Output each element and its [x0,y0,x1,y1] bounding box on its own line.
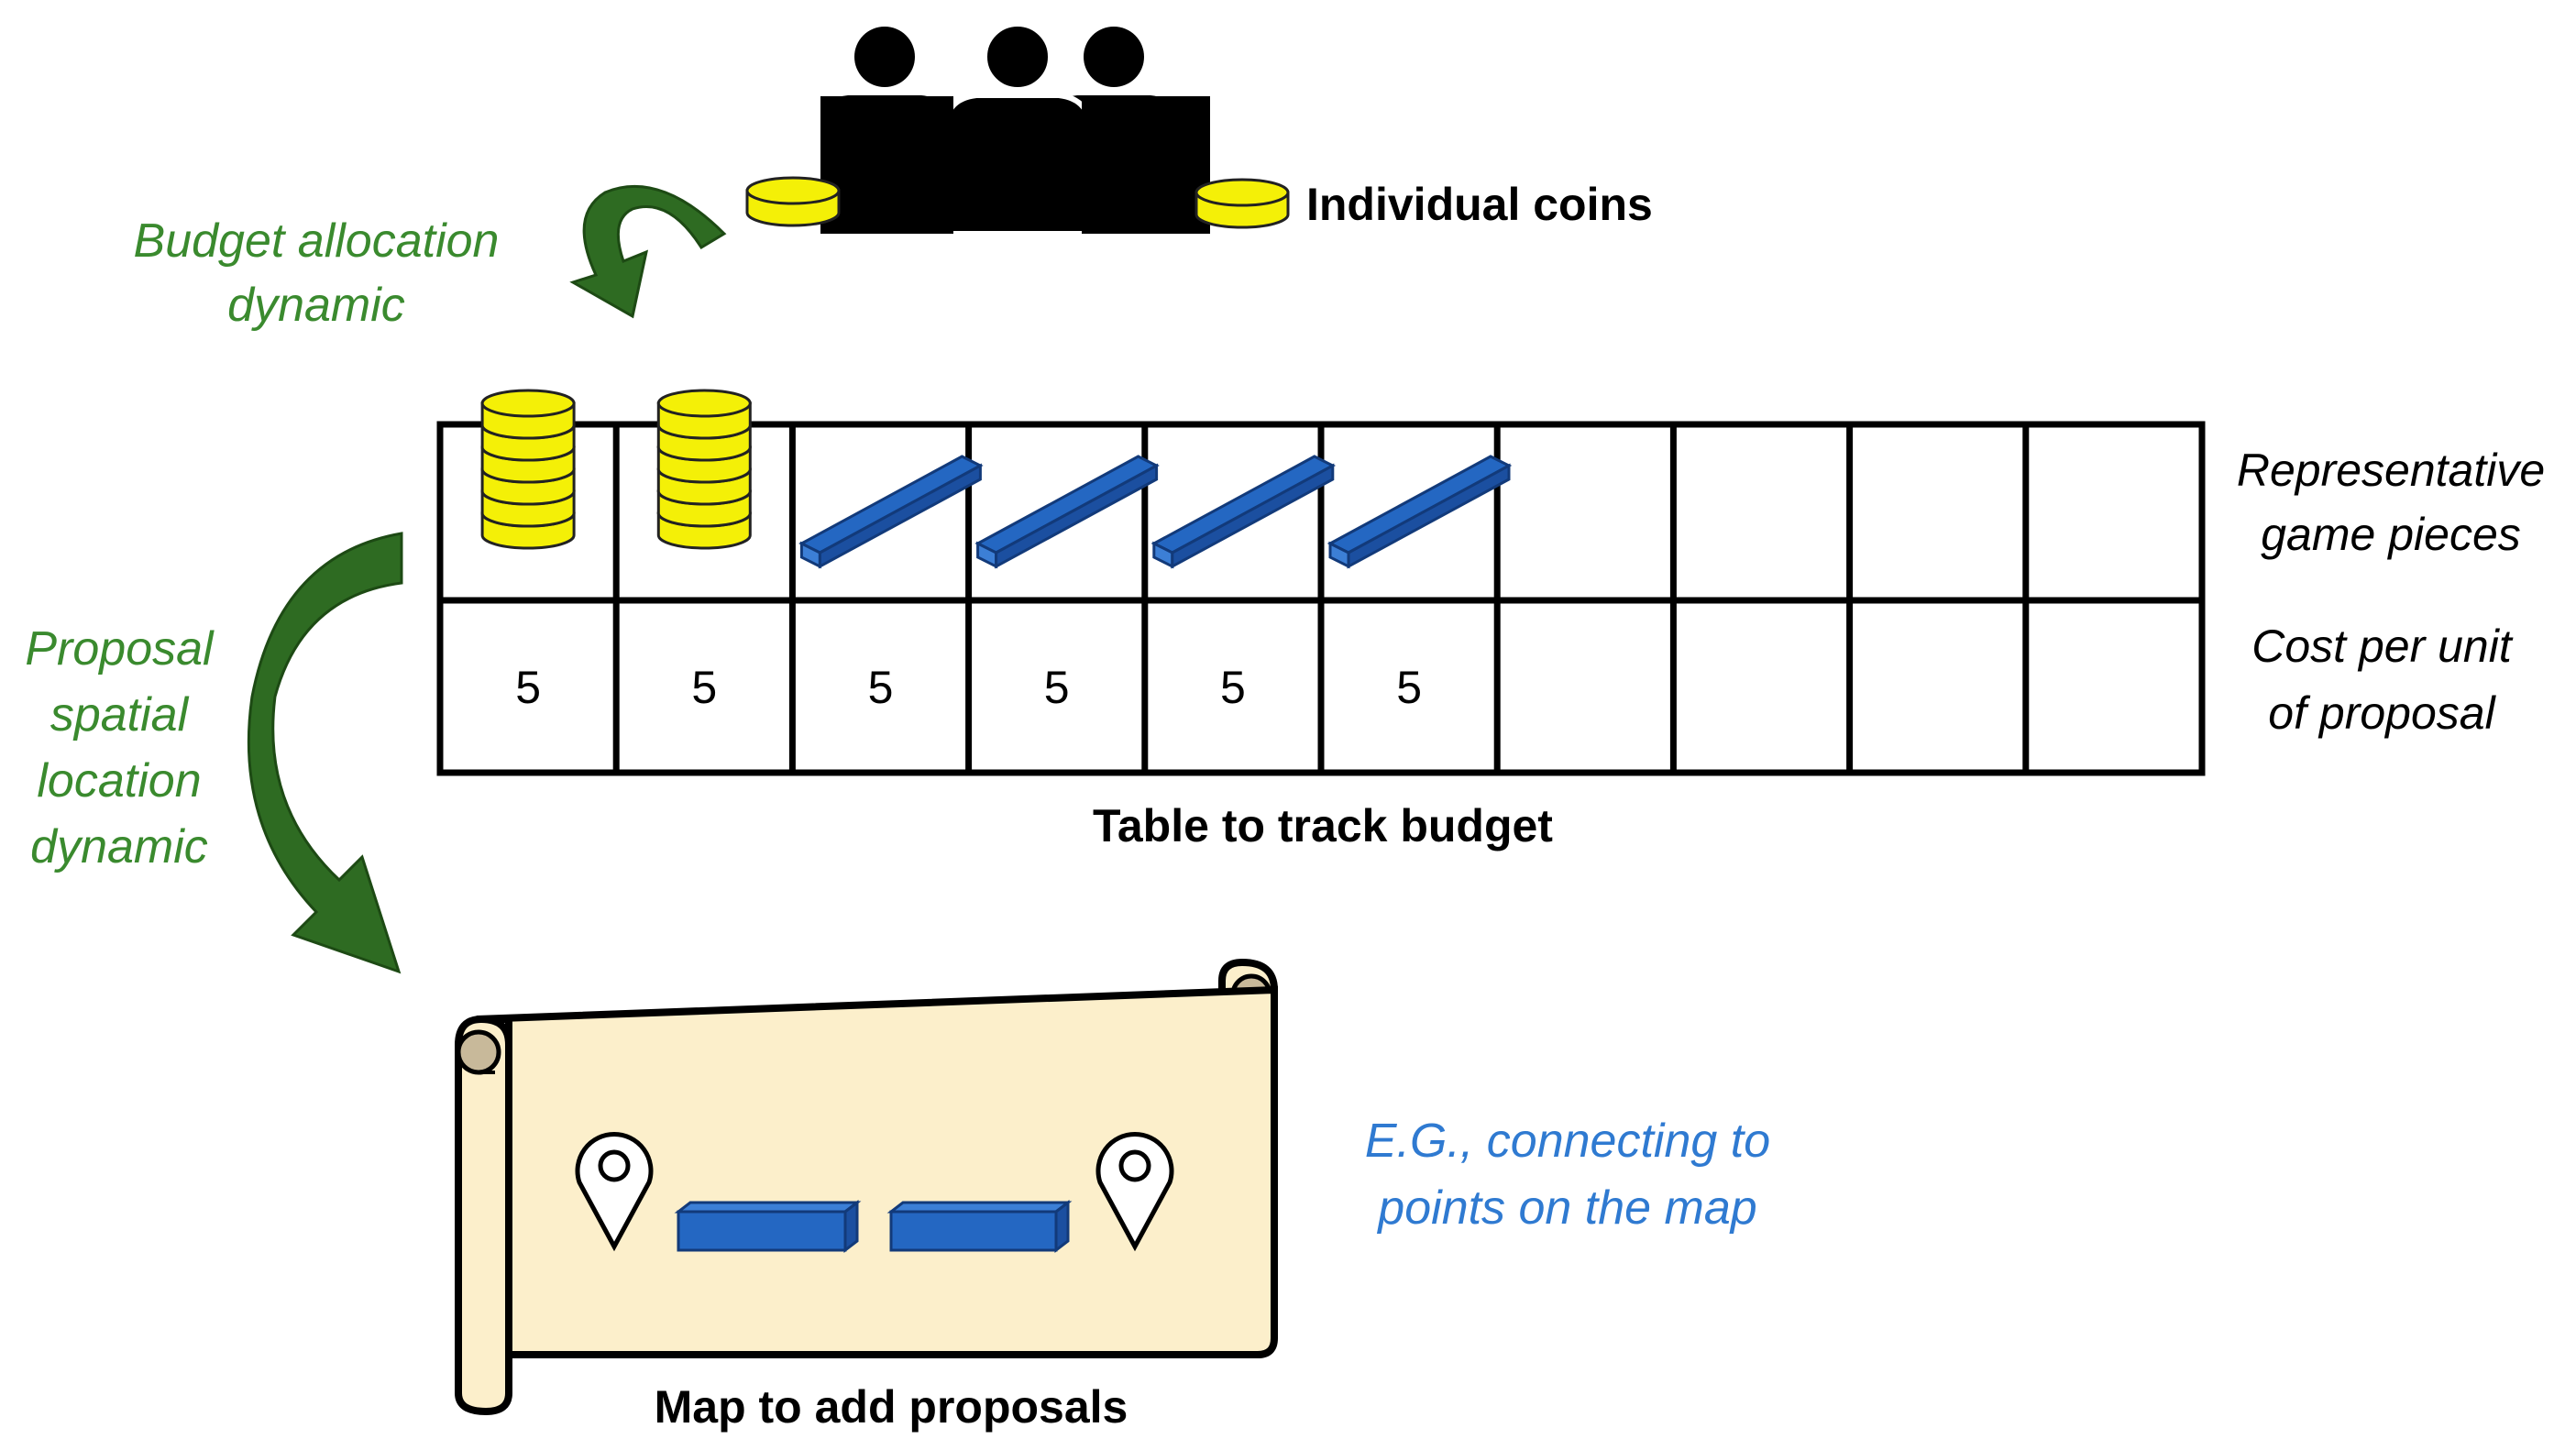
budget-allocation-label-2: dynamic [227,279,405,332]
proposal-dynamic-label-3: location [37,754,201,807]
budget-allocation-label: Budget allocation [134,214,500,268]
coin-icon [745,176,841,227]
person-body [820,96,953,234]
map-pin-icon [1095,1132,1174,1252]
coin-stack-icon [656,389,752,550]
cost-per-unit-label-2: of proposal [2268,687,2496,739]
cost-cell: 5 [691,662,717,713]
cost-cell: 5 [515,662,541,713]
proposal-dynamic-label-2: spatial [50,688,190,741]
cost-cell: 5 [868,662,894,713]
budget-table: 5 5 5 5 5 5 [436,389,2206,776]
representative-pieces-label-2: game pieces [2261,509,2521,560]
blue-block-icon [886,1199,1073,1254]
representative-pieces-label: Representative [2237,445,2545,496]
map-scroll [455,958,1278,1416]
individual-coins-label: Individual coins [1306,179,1653,230]
map-pin-icon [575,1132,654,1252]
curved-arrow-icon [247,532,403,974]
map-caption: Map to add proposals [655,1381,1128,1433]
people-group-icon [820,21,1210,236]
cost-cell: 5 [1044,662,1070,713]
proposal-dynamic-label-4: dynamic [30,820,208,873]
coin-stack-icon [480,389,576,550]
example-label-2: points on the map [1376,1181,1756,1235]
blue-block-icon [674,1199,862,1254]
cost-cell: 5 [1220,662,1246,713]
coin-icon [1194,178,1290,229]
person-icon [941,21,1094,236]
curved-arrow-icon [569,185,727,319]
cost-cell: 5 [1396,662,1422,713]
table-caption: Table to track budget [1093,800,1553,851]
proposal-dynamic-label: Proposal [25,622,215,676]
example-label: E.G., connecting to [1365,1115,1770,1168]
person-body [1082,96,1210,234]
cost-per-unit-label: Cost per unit [2251,621,2514,672]
